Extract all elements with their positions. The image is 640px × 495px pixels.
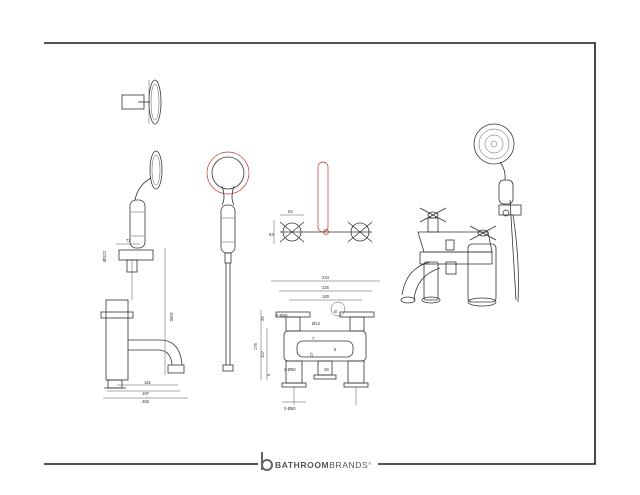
b-logo-icon (261, 452, 273, 471)
handset-front-view (206, 151, 250, 372)
dim-12: Ø12 (312, 321, 321, 326)
dim-6: 6 (334, 347, 337, 352)
dim-5: 5 (266, 373, 271, 376)
dim-2x60: 2-Ø60 (284, 406, 296, 411)
drawing-frame (44, 42, 596, 465)
brand-name-light: BRANDS (329, 460, 368, 470)
dim-7: 7 (312, 336, 315, 341)
dim-63-top: 63 (288, 209, 293, 214)
dim-od22: ØD22 (102, 250, 107, 262)
dim-180: 180 (322, 294, 330, 299)
dim-127: 127 (260, 350, 265, 358)
plan-view: 63 63 (269, 161, 373, 244)
dim-63-side: 63 (269, 232, 274, 237)
dim-244: 244 (322, 275, 330, 280)
svg-text:BATHROOMBRANDS®: BATHROOMBRANDS® (275, 460, 372, 470)
side-elevation: 72 1060 ØD22 161 197 255 (100, 150, 188, 404)
dim-72: 72 (126, 238, 131, 243)
dim-25: 25 (260, 316, 265, 321)
dim-255: 255 (142, 399, 150, 404)
dim-175: 175 (253, 342, 258, 350)
registered-mark: ® (368, 461, 372, 466)
brand-name-bold: BATHROOM (275, 460, 329, 470)
dim-161: 161 (144, 380, 152, 385)
dim-197: 197 (142, 391, 150, 396)
brand-bar: BATHROOMBRANDS® (261, 452, 372, 471)
front-elevation: 244 225 180 B 175 127 25 5 2-Ø45 Ø12 7 (253, 275, 380, 411)
b-logo-icon: B (334, 309, 337, 314)
dim-2x45: 2-Ø45 (276, 313, 288, 318)
dim-2x50: 2-Ø50 (284, 367, 296, 372)
dim-17: 17 (309, 352, 314, 357)
dim-225: 225 (322, 285, 330, 290)
isometric-view (400, 123, 522, 307)
dim-1060: 1060 (169, 312, 174, 322)
handset-top-view (121, 79, 162, 125)
dim-48: 48 (324, 367, 329, 372)
